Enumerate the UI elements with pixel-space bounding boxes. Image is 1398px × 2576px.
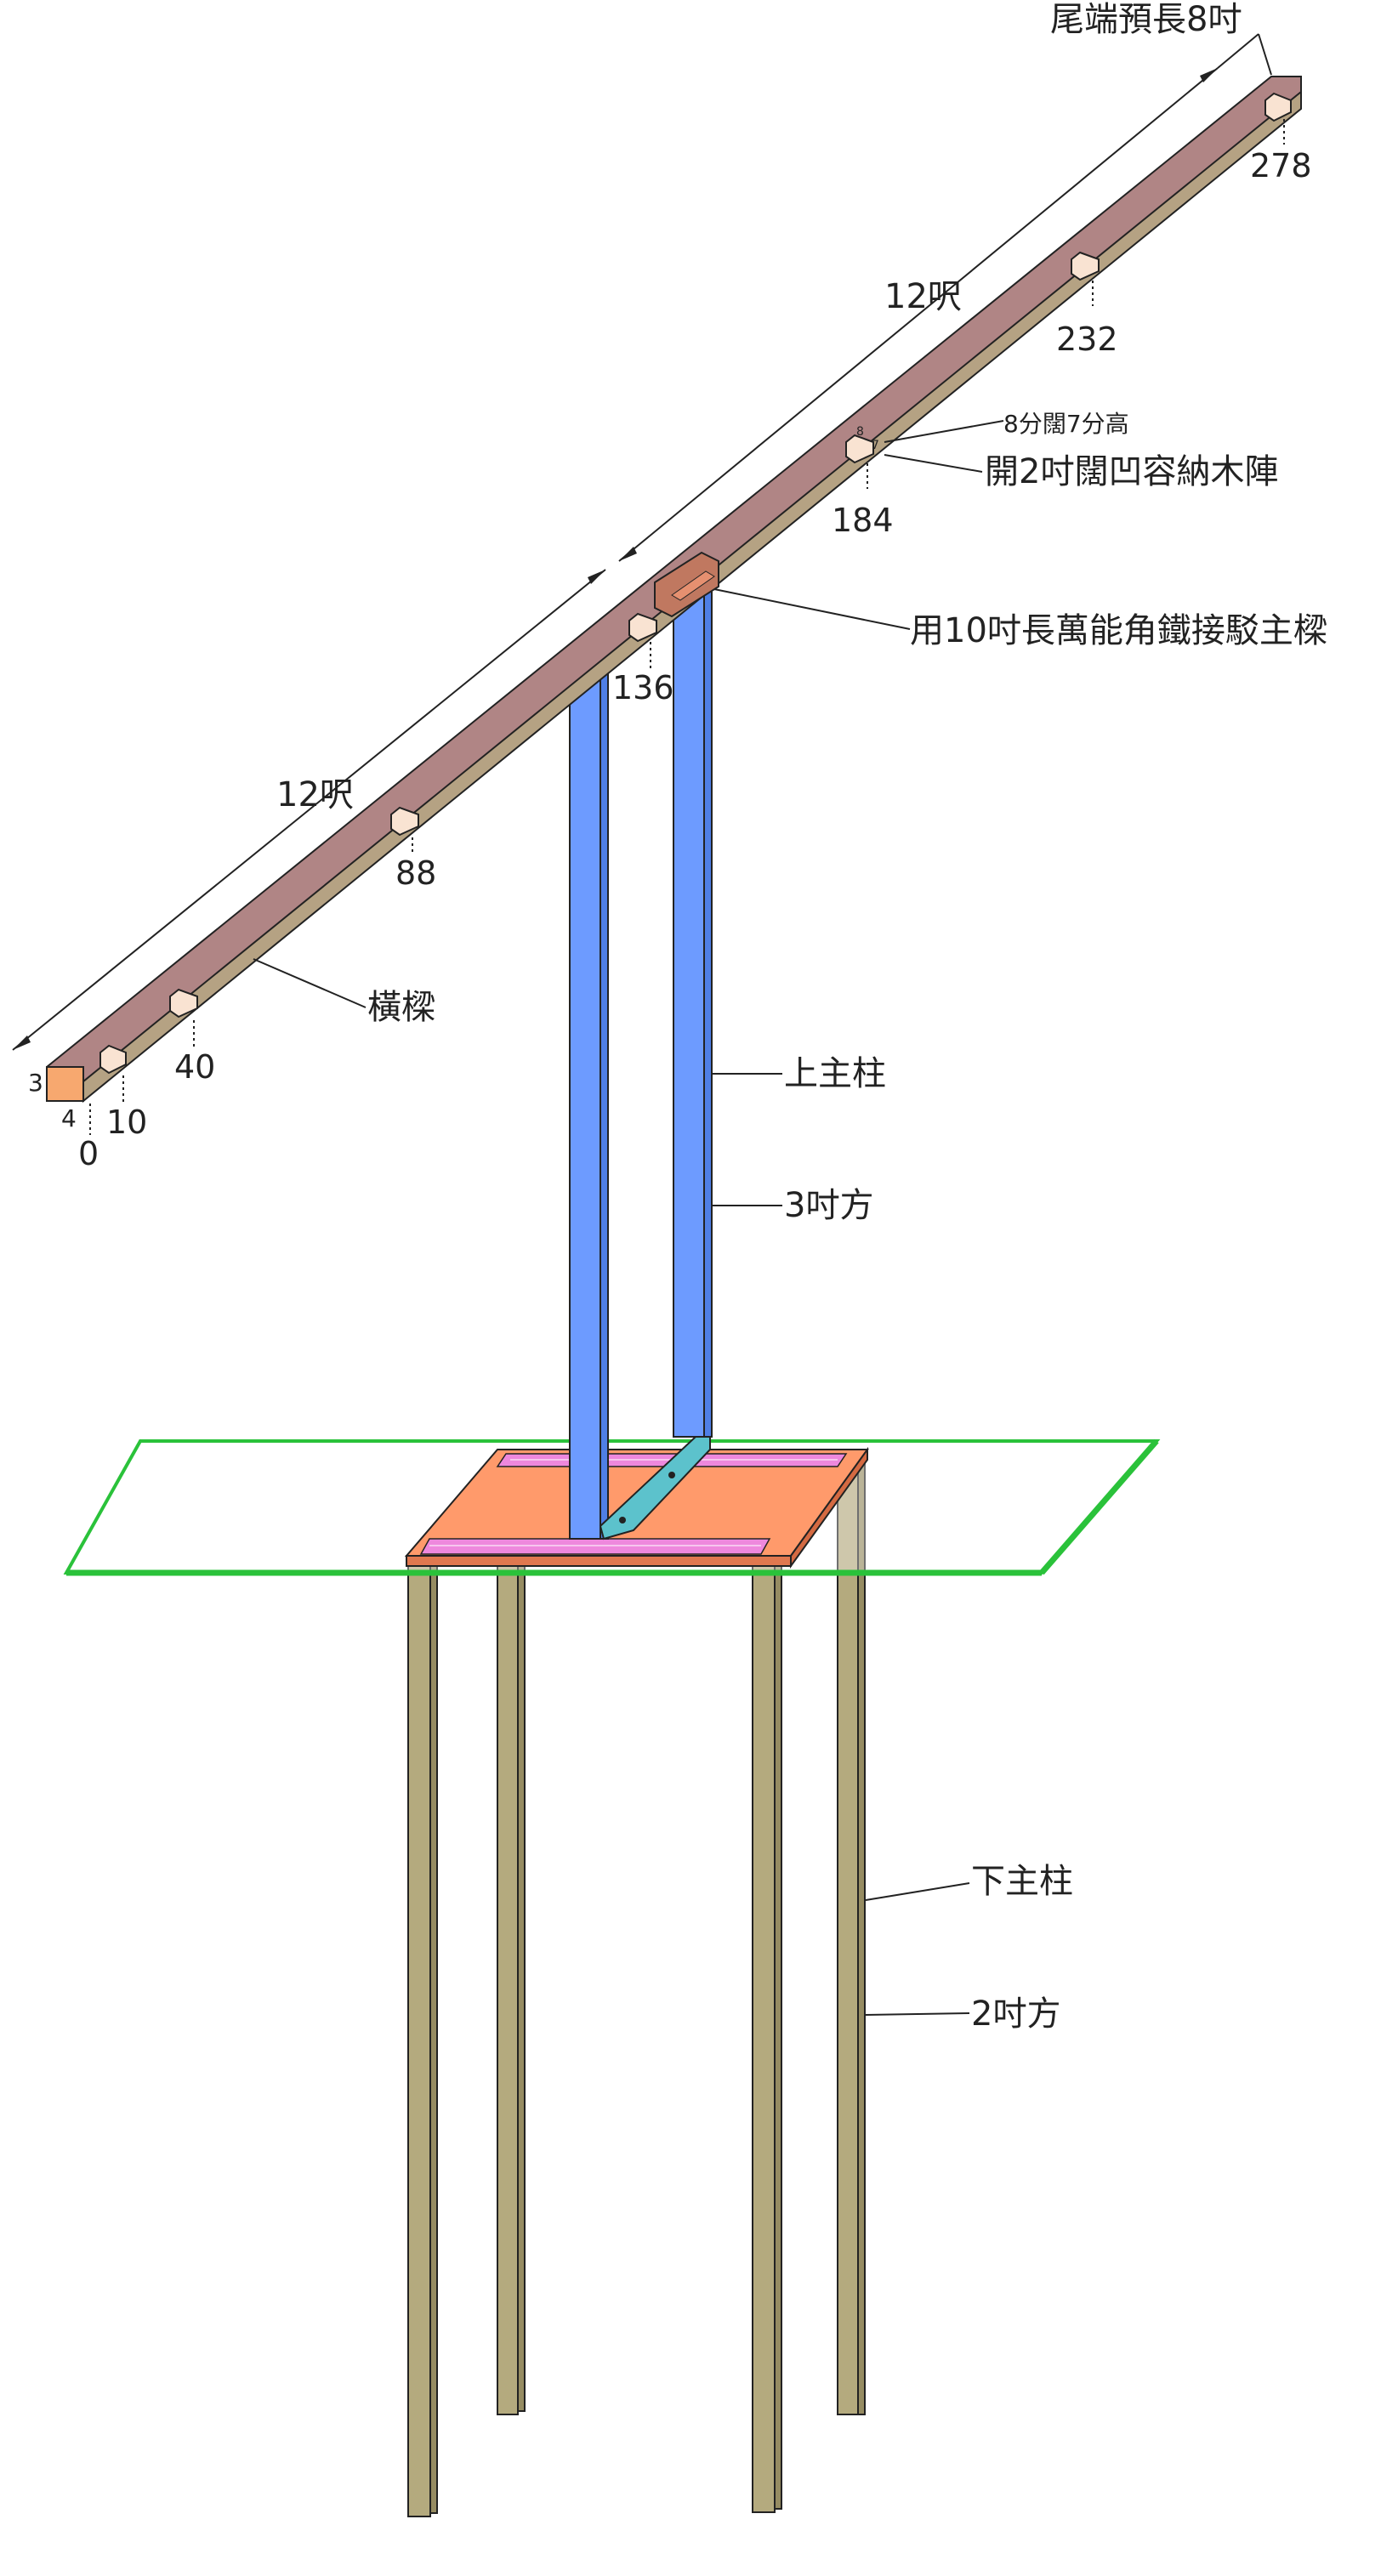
label-mark-184: 184 <box>832 502 894 539</box>
lower-post-back-left <box>497 1546 526 2415</box>
lower-post-front-right <box>752 1560 782 2513</box>
label-lower-post: 下主柱 <box>971 1862 1073 1901</box>
label-mark-232: 232 <box>1056 321 1118 358</box>
lower-posts <box>407 1453 866 2517</box>
label-lower-size: 2吋方 <box>971 1994 1060 2034</box>
dimension-line-upper <box>618 67 1219 562</box>
label-tail-extension: 尾端預長8吋 <box>1050 0 1242 39</box>
label-span-upper: 12呎 <box>884 277 962 316</box>
mark-ticks <box>89 119 1285 1135</box>
label-upper-post: 上主柱 <box>784 1054 886 1093</box>
labels: 尾端預長8吋 12呎 12呎 8分闊7分高 8 7 開2吋闊凹容納木陣 用10吋… <box>28 0 1327 2034</box>
label-notch-desc: 開2吋闊凹容納木陣 <box>985 452 1278 491</box>
label-mark-40: 40 <box>174 1048 215 1086</box>
label-mark-10: 10 <box>106 1104 147 1141</box>
crossbeam <box>46 76 1302 1104</box>
lower-post-front-left <box>407 1560 438 2517</box>
lower-post-back-right <box>837 1453 866 2415</box>
ground-plane-right-edge <box>1039 1438 1159 1575</box>
label-span-lower: 12呎 <box>276 775 354 814</box>
label-upper-size: 3吋方 <box>784 1186 873 1225</box>
beam-notches <box>99 92 1292 1075</box>
label-notch-small-w: 8 <box>856 425 864 439</box>
upper-post-right <box>673 582 713 1438</box>
leader-lines <box>253 420 1004 2016</box>
upper-posts <box>569 582 713 1540</box>
dimension-line-lower <box>12 569 606 1051</box>
angle-bracket <box>599 1436 711 1540</box>
dimension-lines <box>12 33 1272 1051</box>
beam-end <box>46 1066 84 1102</box>
label-notch-small-h: 7 <box>872 439 879 452</box>
upper-post-left <box>569 650 609 1540</box>
label-mark-0: 0 <box>78 1135 99 1172</box>
label-bracket-desc: 用10吋長萬能角鐵接駁主樑 <box>910 611 1327 650</box>
label-crossbeam: 橫樑 <box>367 988 435 1027</box>
label-beam-end-h: 3 <box>28 1069 43 1097</box>
label-mark-278: 278 <box>1250 147 1312 184</box>
label-notch-size: 8分闊7分高 <box>1003 410 1129 438</box>
label-mark-88: 88 <box>395 854 436 892</box>
label-beam-end-w: 4 <box>61 1104 77 1132</box>
label-mark-136: 136 <box>612 669 674 706</box>
